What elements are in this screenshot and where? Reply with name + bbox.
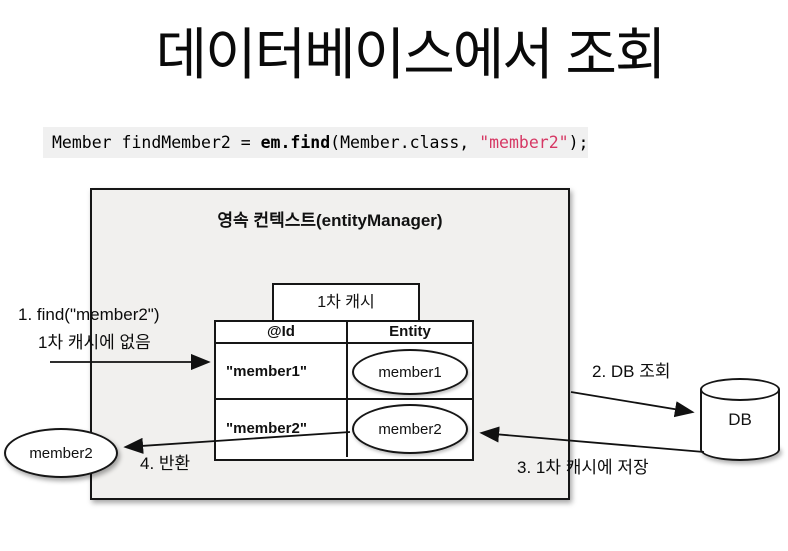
code-plain: Member findMember2 = — [52, 133, 261, 152]
table-header-id: @Id — [216, 322, 348, 342]
entity-ellipse-member1: member1 — [352, 349, 468, 395]
entity-ellipse-member2: member2 — [352, 404, 468, 454]
step4-label: 4. 반환 — [140, 454, 191, 473]
first-level-cache-label: 1차 캐시 — [272, 283, 420, 322]
code-end: ); — [568, 133, 589, 152]
code-args: (Member.class, — [330, 133, 480, 152]
db-cylinder-top — [700, 378, 780, 401]
step1-label-line2: 1차 캐시에 없음 — [38, 333, 151, 352]
table-header-row: @Id Entity — [216, 322, 472, 344]
step2-label: 2. DB 조회 — [592, 362, 671, 381]
returned-entity-ellipse: member2 — [4, 428, 118, 478]
persistence-context-title: 영속 컨텍스트(entityManager) — [217, 211, 443, 230]
code-snippet: Member findMember2 = em.find(Member.clas… — [43, 127, 588, 158]
page-title: 데이터베이스에서 조회 — [155, 23, 667, 86]
table-row: "member2" member2 — [216, 400, 472, 457]
cache-table: @Id Entity "member1" member1 "member2" m… — [214, 320, 474, 461]
db-label: DB — [728, 410, 752, 429]
row1-id: "member1" — [226, 362, 307, 380]
table-header-entity: Entity — [389, 323, 431, 340]
row2-id: "member2" — [226, 420, 307, 437]
step1-label-line1: 1. find("member2") — [18, 305, 160, 324]
table-row: "member1" member1 — [216, 344, 472, 400]
code-string-literal: "member2" — [479, 133, 569, 152]
code-method-bold: em.find — [260, 133, 331, 152]
step3-label: 3. 1차 캐시에 저장 — [517, 458, 649, 477]
db-query-arrow — [570, 391, 695, 418]
